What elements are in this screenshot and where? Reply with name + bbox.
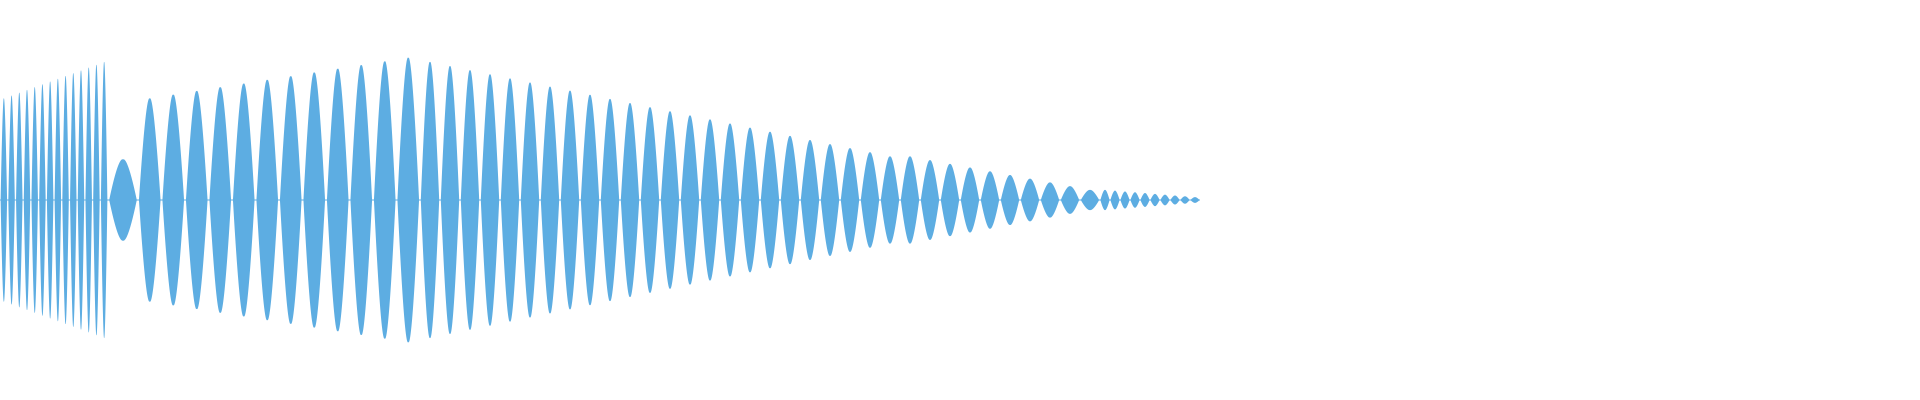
waveform-lobe — [1060, 186, 1080, 214]
waveform-lobe — [373, 61, 396, 339]
waveform-lobe — [1140, 193, 1150, 207]
waveform-lobe — [980, 171, 1000, 229]
waveform-lobe — [920, 160, 940, 240]
waveform-lobe — [350, 64, 373, 336]
waveform-lobe — [62, 75, 69, 325]
waveform-lobe — [660, 111, 680, 289]
waveform-lobe — [397, 57, 420, 343]
waveform-lobe — [740, 127, 760, 273]
waveform-lobe — [560, 90, 580, 310]
waveform-lobe — [760, 131, 780, 269]
waveform-lobe — [480, 74, 500, 326]
waveform-lobe — [1000, 174, 1020, 226]
waveform-lobe — [1190, 197, 1200, 203]
waveform-lobe — [23, 89, 31, 311]
waveform-lobe — [440, 66, 460, 334]
waveform-lobe — [16, 92, 23, 308]
waveform-lobe — [326, 68, 349, 332]
waveform-lobe — [93, 64, 100, 336]
waveform-lobe — [162, 94, 185, 306]
waveform-lobe — [303, 72, 326, 328]
waveform-lobe — [1180, 196, 1190, 204]
waveform-lobe — [720, 123, 740, 277]
waveform-lobe — [780, 135, 800, 265]
waveform-lobe — [1160, 194, 1170, 206]
waveform-lobe — [540, 86, 560, 314]
waveform-lobe — [840, 148, 860, 252]
waveform-lobe — [138, 98, 161, 302]
waveform-lobe — [940, 163, 960, 237]
waveform-lobe — [279, 76, 302, 324]
waveform-lobe — [31, 87, 38, 313]
waveform-lobe — [1110, 190, 1120, 210]
waveform-lobe — [600, 98, 620, 302]
waveform-lobe — [77, 70, 85, 330]
waveform-lobe — [0, 98, 8, 302]
waveform-lobe — [85, 67, 92, 333]
waveform-lobe — [70, 73, 77, 327]
waveform-lobe — [820, 144, 840, 256]
waveform-lobe — [520, 82, 540, 318]
waveform-lobe — [800, 139, 820, 261]
waveform-lobe — [100, 61, 108, 339]
waveform-lobe — [680, 115, 700, 285]
waveform-lobe — [1080, 189, 1100, 211]
waveform-lobe — [1120, 191, 1130, 209]
waveform-lobe — [185, 90, 208, 310]
waveform-lobe — [880, 156, 900, 244]
waveform-lobe — [46, 81, 54, 319]
waveform-lobe — [209, 87, 232, 313]
waveform-lobe — [420, 61, 440, 339]
waveform-lobe — [500, 78, 520, 322]
waveform-lobe — [640, 107, 660, 293]
waveform-lobe — [232, 83, 255, 317]
waveform-lobe — [256, 79, 279, 321]
waveform-lobe — [700, 119, 720, 281]
waveform-lobes — [0, 57, 1200, 343]
waveform-lobe — [54, 78, 62, 322]
waveform-lobe — [39, 84, 46, 316]
waveform-lobe — [1170, 195, 1180, 205]
waveform-lobe — [580, 94, 600, 306]
waveform-lobe — [1150, 193, 1160, 207]
waveform-lobe — [620, 103, 640, 297]
waveform-lobe — [109, 159, 137, 241]
waveform-lobe — [1040, 182, 1060, 218]
waveform-lobe — [8, 95, 15, 305]
waveform-lobe — [960, 167, 980, 233]
waveform-lobe — [1130, 192, 1140, 208]
waveform-lobe — [1020, 178, 1040, 222]
waveform-lobe — [1100, 189, 1110, 211]
waveform-lobe — [460, 70, 480, 330]
waveform-lobe — [860, 152, 880, 248]
waveform-lobe — [900, 156, 920, 244]
